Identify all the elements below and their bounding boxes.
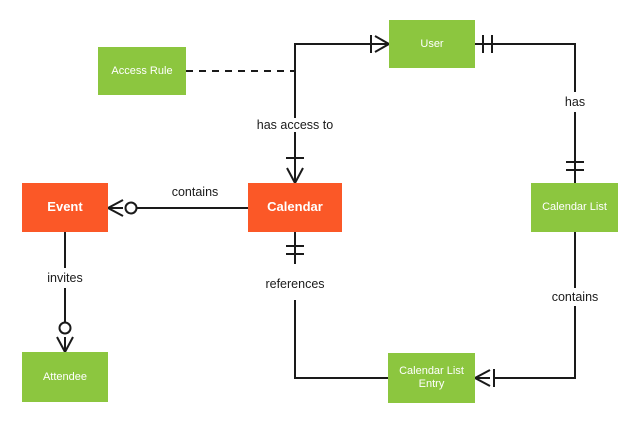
entity-label: Attendee bbox=[42, 370, 88, 383]
entity-calendar[interactable]: Calendar bbox=[248, 183, 342, 232]
entity-label: Event bbox=[47, 199, 83, 215]
entity-calendar-list-entry[interactable]: Calendar List Entry bbox=[388, 353, 475, 403]
cardinality-contains-list-entry bbox=[474, 369, 495, 387]
entity-attendee[interactable]: Attendee bbox=[22, 352, 108, 402]
edge-label-contains-list-entry: contains bbox=[548, 290, 602, 304]
cardinality-has-user bbox=[482, 35, 493, 53]
cardinality-contains-event bbox=[107, 199, 138, 217]
connector-contains-list-lower bbox=[494, 306, 576, 379]
cardinality-has-calendar-list bbox=[566, 161, 584, 171]
entity-label: Access Rule bbox=[111, 64, 173, 77]
entity-access-rule[interactable]: Access Rule bbox=[98, 47, 186, 95]
cardinality-has-access-to-calendar bbox=[286, 157, 304, 184]
edge-label-has-access-to: has access to bbox=[253, 118, 337, 132]
edge-label-contains-event-calendar: contains bbox=[168, 185, 222, 199]
cardinality-has-access-to-user bbox=[370, 35, 390, 53]
entity-user[interactable]: User bbox=[389, 20, 475, 68]
entity-label: Calendar List bbox=[542, 201, 607, 214]
entity-event[interactable]: Event bbox=[22, 183, 108, 232]
entity-label: Calendar bbox=[267, 199, 323, 215]
edge-label-invites: invites bbox=[44, 271, 86, 285]
connector-has-upper bbox=[475, 43, 576, 92]
edge-label-has: has bbox=[561, 95, 589, 109]
cardinality-references-calendar bbox=[286, 245, 304, 255]
cardinality-invites-attendee bbox=[56, 321, 74, 353]
entity-label: User bbox=[420, 37, 444, 50]
entity-calendar-list[interactable]: Calendar List bbox=[531, 183, 618, 232]
edge-label-references: references bbox=[262, 277, 328, 291]
connector-references-lower bbox=[294, 300, 388, 379]
entity-label: Calendar List Entry bbox=[399, 365, 464, 390]
connector-has-access-to bbox=[294, 43, 389, 183]
